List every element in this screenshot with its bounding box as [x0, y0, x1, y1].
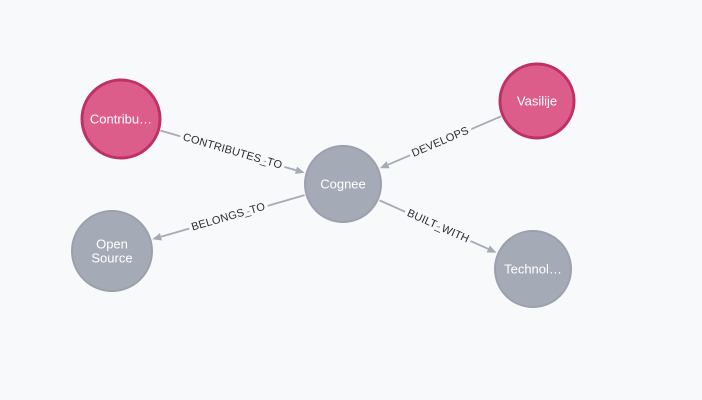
node-vasilije[interactable]: Vasilije	[498, 62, 576, 140]
edge-line[interactable]	[160, 194, 305, 238]
edge-contributes_to: CONTRIBUTES_TO	[160, 128, 305, 175]
edge-belongs_to: BELONGS_TO	[152, 194, 305, 241]
edge-arrowhead-icon	[379, 161, 390, 169]
edge-built_with: BUILT_WITH	[379, 199, 497, 253]
node-label: Contribu…	[90, 112, 152, 127]
node-technologies[interactable]: Technol…	[494, 230, 572, 308]
node-circle[interactable]	[494, 230, 572, 308]
edge-label[interactable]: CONTRIBUTES_TO	[178, 128, 287, 175]
edge-line[interactable]	[160, 129, 297, 172]
edge-label[interactable]: DEVELOPS	[407, 121, 475, 163]
node-label: Vasilije	[517, 94, 557, 109]
node-circle[interactable]	[80, 78, 162, 160]
node-cognee[interactable]: Cognee	[304, 145, 382, 223]
node-circle[interactable]	[498, 62, 576, 140]
node-label: Source	[91, 251, 132, 266]
node-circle[interactable]	[71, 210, 153, 292]
edge-line[interactable]	[387, 115, 502, 166]
edge-label[interactable]: BUILT_WITH	[402, 204, 475, 249]
node-label: Cognee	[320, 177, 366, 192]
edge-arrowhead-icon	[486, 245, 497, 253]
edge-develops: DEVELOPS	[379, 115, 502, 169]
node-label: Open	[96, 237, 128, 252]
edge-label[interactable]: BELONGS_TO	[187, 197, 271, 237]
node-circle[interactable]	[304, 145, 382, 223]
edge-arrowhead-icon	[152, 233, 163, 241]
edge-arrowhead-icon	[294, 166, 305, 174]
node-contributors[interactable]: Contribu…	[80, 78, 162, 160]
node-label: Technol…	[504, 262, 562, 277]
edge-line[interactable]	[379, 199, 489, 250]
nodes-layer: Contribu… VasilijeCogneeOpenSourceTechnol…	[71, 62, 576, 308]
